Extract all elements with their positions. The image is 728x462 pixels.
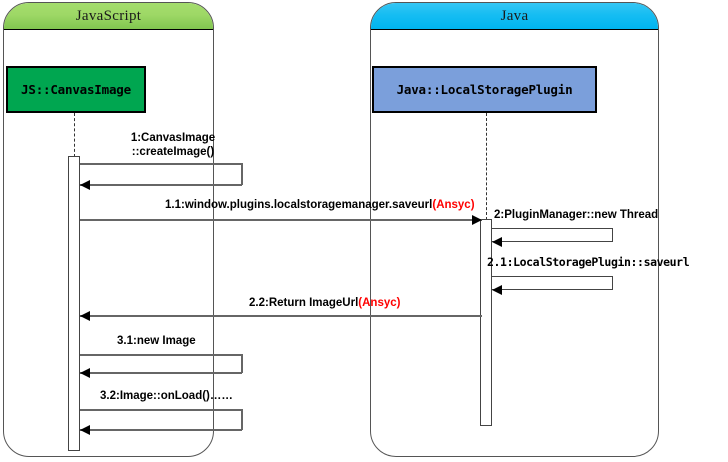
frame-java-title: Java (371, 3, 658, 30)
message-1-arrowhead (80, 180, 90, 190)
message-3-2-text: 3.2:Image::onLoad()…… (100, 390, 233, 402)
message-2-1-arrowhead (492, 285, 502, 295)
message-1-line2: ::createImage() (131, 146, 215, 158)
message-2-2-async-tag: (Ansyc) (358, 297, 401, 309)
message-label-2: 2:PluginManager::new Thread (494, 208, 658, 222)
message-1-return-line (80, 184, 242, 186)
activation-js-canvasimage (68, 156, 80, 451)
message-2-outgoing-line (492, 228, 613, 229)
participant-java-localstorageplugin[interactable]: Java::LocalStoragePlugin (372, 66, 597, 113)
message-3-1-text: 3.1:new Image (117, 335, 196, 347)
lifeline-java-localstorageplugin (486, 113, 487, 220)
message-2-2-arrowhead (80, 311, 90, 321)
message-1-1-text: 1.1:window.plugins.localstoragemanager.s… (165, 199, 433, 211)
message-1-1-arrowhead (472, 215, 482, 225)
message-3-1-outgoing-line (80, 354, 242, 356)
message-1-1-async-tag: (Ansyc) (432, 199, 475, 211)
message-2-arrowhead (492, 237, 502, 247)
message-3-2-outgoing-line (80, 409, 242, 411)
message-3-2-arrowhead (80, 425, 90, 435)
activation-java-localstorageplugin (480, 219, 492, 426)
message-label-1-1: 1.1:window.plugins.localstoragemanager.s… (165, 198, 475, 212)
lifeline-js-canvasimage (74, 113, 75, 157)
message-2-return-line (492, 241, 613, 242)
message-2-2-text: 2.2:Return ImageUrl (249, 297, 359, 309)
message-2-1-turn-line (612, 276, 613, 290)
message-2-1-outgoing-line (492, 276, 613, 277)
message-label-2-1: 2.1:LocalStoragePlugin::saveurl (487, 255, 690, 269)
message-3-1-turn-line (241, 354, 243, 373)
message-2-text: 2:PluginManager::new Thread (494, 209, 659, 221)
message-2-1-return-line (492, 289, 613, 290)
message-2-1-text: 2.1:LocalStoragePlugin::saveurl (487, 255, 690, 269)
message-3-2-turn-line (241, 409, 243, 430)
message-label-3-2: 3.2:Image::onLoad()…… (100, 389, 233, 403)
message-3-1-arrowhead (80, 368, 90, 378)
message-1-1-line (80, 219, 482, 221)
message-1-line1: 1:CanvasImage (130, 132, 216, 144)
message-2-turn-line (612, 228, 613, 242)
message-2-2-line (80, 315, 482, 317)
frame-java: Java (370, 2, 659, 457)
message-1-outgoing-line (80, 163, 242, 165)
message-3-2-return-line (80, 429, 242, 431)
participant-js-canvasimage[interactable]: JS::CanvasImage (6, 66, 146, 113)
message-3-1-return-line (80, 372, 242, 374)
message-label-3-1: 3.1:new Image (117, 334, 196, 348)
message-label-2-2: 2.2:Return ImageUrl(Ansyc) (249, 296, 400, 310)
message-1-turn-line (241, 163, 243, 185)
frame-javascript-title: JavaScript (4, 3, 213, 30)
message-label-1: 1:CanvasImage ::createImage() (88, 131, 258, 159)
